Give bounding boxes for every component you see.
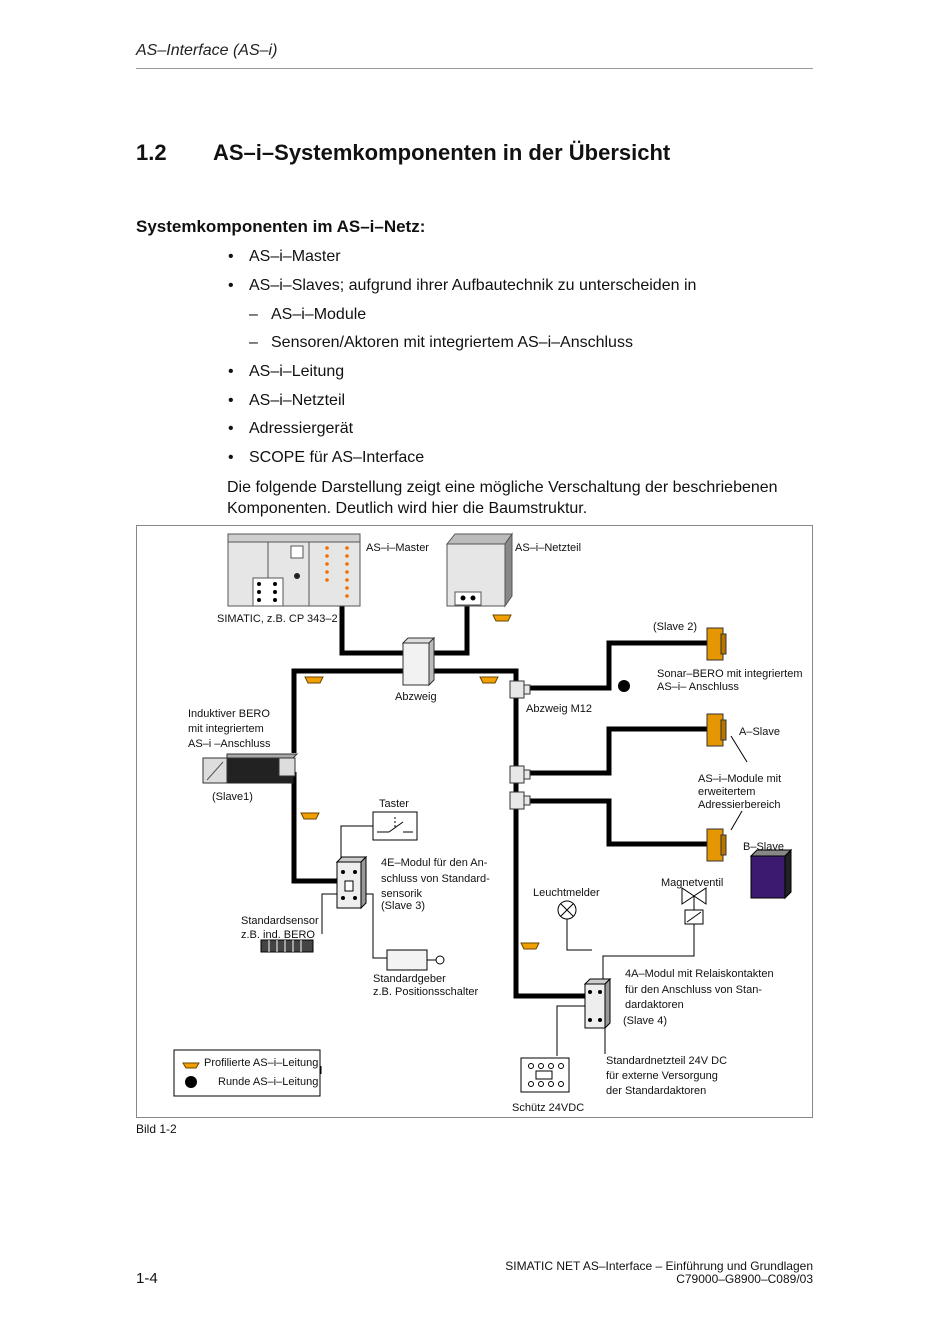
label-4e-1: 4E–Modul für den An- bbox=[381, 857, 488, 869]
dash-marker: – bbox=[249, 306, 258, 323]
sonar-bero-sensor bbox=[706, 627, 727, 661]
label-module-ext-3: Adressierbereich bbox=[698, 799, 781, 811]
simatic-master-device bbox=[227, 533, 361, 607]
label-std-sensor-1: Standardsensor bbox=[241, 915, 319, 927]
label-module-ext-1: AS–i–Module mit bbox=[698, 773, 781, 785]
asi-power-supply-device bbox=[445, 532, 513, 608]
label-sonar-1: Sonar–BERO mit integriertem bbox=[657, 668, 803, 680]
list-item: AS–i–Slaves; aufgrund ihrer Aufbautechni… bbox=[249, 277, 697, 294]
4a-module bbox=[583, 977, 612, 1030]
inductive-bero-sensor bbox=[202, 753, 299, 784]
thin-wiring bbox=[321, 735, 748, 1056]
label-taster: Taster bbox=[379, 798, 409, 810]
bullet-marker: • bbox=[228, 420, 234, 437]
list-subitem: AS–i–Module bbox=[271, 306, 367, 323]
round-cable-symbol bbox=[618, 680, 630, 692]
label-abzweig: Abzweig bbox=[395, 691, 437, 703]
legend-label-profiled: Profilierte AS–i–Leitung bbox=[204, 1057, 318, 1069]
section-number: 1.2 bbox=[136, 140, 167, 165]
label-ntz-2: für externe Versorgung bbox=[606, 1070, 718, 1082]
bullet-marker: • bbox=[228, 277, 234, 294]
label-netzteil: AS–i–Netzteil bbox=[515, 542, 581, 554]
list-item: Adressiergerät bbox=[249, 420, 354, 437]
dash-marker: – bbox=[249, 334, 258, 351]
label-slave3: (Slave 3) bbox=[381, 900, 425, 912]
bullet-marker: • bbox=[228, 449, 234, 466]
label-sonar-2: AS–i– Anschluss bbox=[657, 681, 739, 693]
list-item: SCOPE für AS–Interface bbox=[249, 449, 425, 466]
label-simatic: SIMATIC, z.B. CP 343–2 bbox=[217, 613, 338, 625]
page-number: 1-4 bbox=[136, 1270, 158, 1287]
b-slave-sensor bbox=[706, 828, 727, 862]
cable-network bbox=[291, 604, 707, 999]
label-b-slave: B–Slave bbox=[743, 841, 784, 853]
leuchtmelder-lamp bbox=[557, 900, 577, 920]
standard-sensor bbox=[260, 939, 314, 953]
footer-doc-title: SIMATIC NET AS–Interface – Einführung un… bbox=[505, 1259, 813, 1273]
label-slave4: (Slave 4) bbox=[623, 1015, 667, 1027]
label-master: AS–i–Master bbox=[366, 542, 429, 554]
list-item: AS–i–Master bbox=[249, 248, 341, 265]
position-switch bbox=[386, 949, 445, 971]
list-item: AS–i–Netzteil bbox=[249, 392, 346, 409]
label-4e-3: sensorik bbox=[381, 888, 422, 900]
list-subitem: Sensoren/Aktoren mit integriertem AS–i–A… bbox=[271, 334, 633, 351]
figure-frame: AS–i–Master AS–i–Netzteil SIMATIC, z.B. … bbox=[136, 525, 813, 1118]
legend-label-round: Runde AS–i–Leitung bbox=[218, 1076, 318, 1088]
standard-power-supply bbox=[749, 848, 793, 900]
system-diagram: AS–i–Master AS–i–Netzteil SIMATIC, z.B. … bbox=[173, 532, 803, 1114]
label-ntz-3: der Standardaktoren bbox=[606, 1085, 706, 1097]
taster-switch bbox=[372, 811, 418, 841]
bullet-marker: • bbox=[228, 248, 234, 265]
4e-module bbox=[335, 855, 368, 910]
list-item: AS–i–Leitung bbox=[249, 363, 345, 380]
diagram-labels: AS–i–Master AS–i–Netzteil SIMATIC, z.B. … bbox=[188, 542, 803, 1114]
bullet-marker: • bbox=[228, 392, 234, 409]
label-slave1: (Slave1) bbox=[212, 791, 253, 803]
label-magnetventil: Magnetventil bbox=[661, 877, 723, 889]
abzweig-m12-connectors bbox=[509, 680, 531, 810]
label-abzweig-m12: Abzweig M12 bbox=[526, 703, 592, 715]
bullet-marker: • bbox=[228, 363, 234, 380]
label-ntz-1: Standardnetzteil 24V DC bbox=[606, 1055, 727, 1067]
sub-heading: Systemkomponenten im AS–i–Netz: bbox=[136, 217, 426, 236]
label-leuchtmelder: Leuchtmelder bbox=[533, 887, 600, 899]
section-title: AS–i–Systemkomponenten in der Übersicht bbox=[213, 140, 671, 165]
label-inductive-3: AS–i –Anschluss bbox=[188, 738, 271, 750]
footer-doc-number: C79000–G8900–C089/03 bbox=[676, 1272, 813, 1286]
label-slave2: (Slave 2) bbox=[653, 621, 697, 633]
label-4e-2: schluss von Standard- bbox=[381, 873, 490, 885]
label-module-ext-2: erweitertem bbox=[698, 786, 755, 798]
label-std-sensor-2: z.B. ind. BERO bbox=[241, 929, 315, 941]
profiled-cable-symbols bbox=[300, 614, 540, 950]
legend bbox=[173, 1049, 322, 1097]
schuetz-contactor bbox=[520, 1057, 570, 1093]
abzweig-device bbox=[401, 636, 436, 687]
header-rule bbox=[136, 68, 813, 69]
label-a-slave: A–Slave bbox=[739, 726, 780, 738]
label-inductive-2: mit integriertem bbox=[188, 723, 264, 735]
label-geber-1: Standardgeber bbox=[373, 973, 446, 985]
a-slave-sensor bbox=[706, 713, 727, 747]
magnetventil-valve bbox=[681, 887, 707, 925]
label-geber-2: z.B. Positionsschalter bbox=[373, 986, 478, 998]
label-4a-3: dardaktoren bbox=[625, 999, 684, 1011]
running-header: AS–Interface (AS–i) bbox=[136, 42, 278, 59]
figure-caption: Bild 1-2 bbox=[136, 1122, 177, 1136]
intro-paragraph: Die folgende Darstellung zeigt eine mögl… bbox=[227, 479, 778, 517]
label-schuetz: Schütz 24VDC bbox=[512, 1102, 584, 1114]
label-4a-1: 4A–Modul mit Relaiskontakten bbox=[625, 968, 774, 980]
label-4a-2: für den Anschluss von Stan- bbox=[625, 984, 762, 996]
label-inductive-1: Induktiver BERO bbox=[188, 708, 270, 720]
